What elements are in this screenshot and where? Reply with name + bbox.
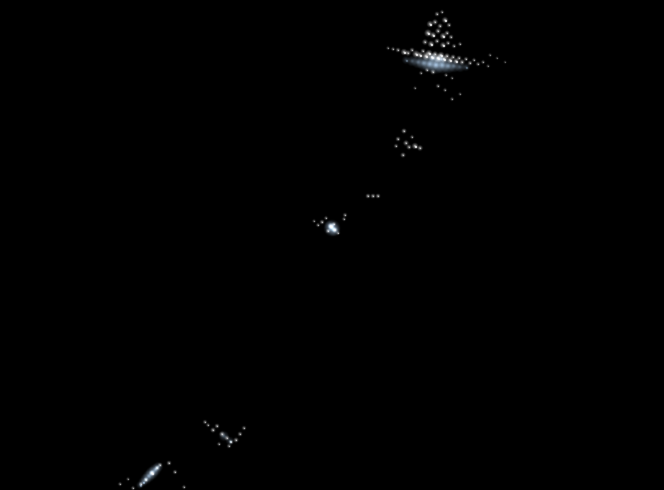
sky-field-viewport: Deep Sky Field Black astronomical field … <box>0 0 664 490</box>
sky-field-canvas <box>0 0 664 490</box>
